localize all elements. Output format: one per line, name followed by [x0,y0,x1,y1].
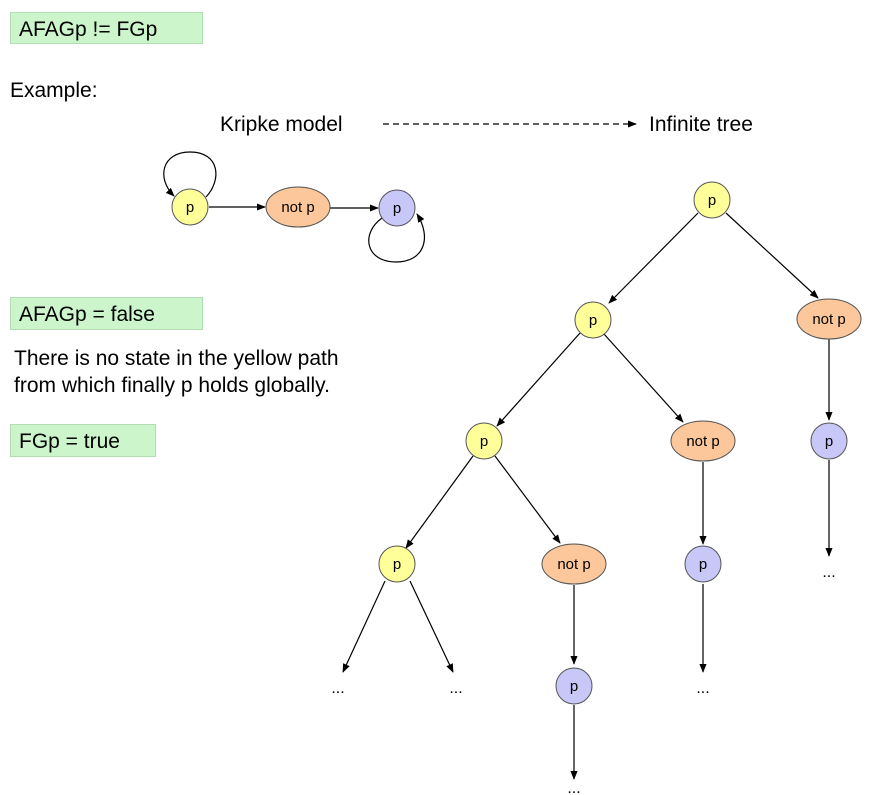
tree-node-r2-p-label: p [825,433,833,450]
tree-node-m2-notp-label: not p [686,433,719,450]
tree-node-r1-notp [796,298,862,340]
tree-node-l3-p-label: p [393,556,401,573]
tree-node-m3-notp-label: not p [557,556,590,573]
tree-more-l4-left: ... [331,680,344,697]
tree-node-root-label: p [708,192,716,209]
heading-text: AFAGp != FGp [19,18,158,41]
tree-node-mm3-p [684,545,722,583]
explanation-line-1: There is no state in the yellow path [14,347,339,370]
tree-edge-root-right [725,212,819,299]
example-label: Example: [10,79,98,102]
kripke-node-notp [265,186,331,228]
tree-more-l4-right: ... [449,680,462,697]
tree-more-mm4: ... [696,680,709,697]
tree-node-l2-p [465,422,503,460]
tree-node-r2-p [810,422,848,460]
explanation-line-2: from which finally p holds globally. [14,374,330,397]
kripke-node-p-yellow-label: p [186,199,194,216]
tree-edge-l2-left [405,455,474,549]
tree-node-l4-p-label: p [570,678,578,695]
kripke-model-label: Kripke model [220,113,343,136]
kripke-self-loop-right [368,213,425,263]
tree-node-l4-p [555,667,593,705]
tree-edge-l2-right [494,455,561,544]
kripke-node-p-purple-label: p [393,200,401,217]
tree-node-l1-p [574,301,612,339]
kripke-node-p-yellow [171,188,209,226]
heading-box: AFAGp != FGp [10,12,203,44]
tree-node-r1-notp-label: not p [812,311,845,328]
tree-node-mm3-p-label: p [699,556,707,573]
kripke-self-loop-left [163,151,217,198]
tree-node-l3-p [378,545,416,583]
kripke-node-notp-label: not p [281,199,314,216]
afag-result-text: AFAGp = false [19,303,155,326]
tree-edge-l3-right [409,580,454,673]
fg-result-text: FGp = true [19,430,120,453]
afag-result-box: AFAGp = false [10,297,203,330]
tree-node-root [693,181,731,219]
tree-more-r3: ... [822,564,835,581]
kripke-node-p-purple [378,189,416,227]
tree-node-l1-p-label: p [589,312,597,329]
tree-edge-l3-left [342,580,386,673]
tree-more-l5: ... [567,780,580,795]
tree-edge-l1-right [603,333,684,423]
tree-edge-root-left [608,212,699,304]
tree-edge-l1-left [496,332,581,427]
tree-node-m2-notp [670,420,736,462]
fg-result-box: FGp = true [10,424,156,457]
tree-node-m3-notp [541,543,607,585]
tree-node-l2-p-label: p [480,433,488,450]
infinite-tree-label: Infinite tree [649,113,753,136]
